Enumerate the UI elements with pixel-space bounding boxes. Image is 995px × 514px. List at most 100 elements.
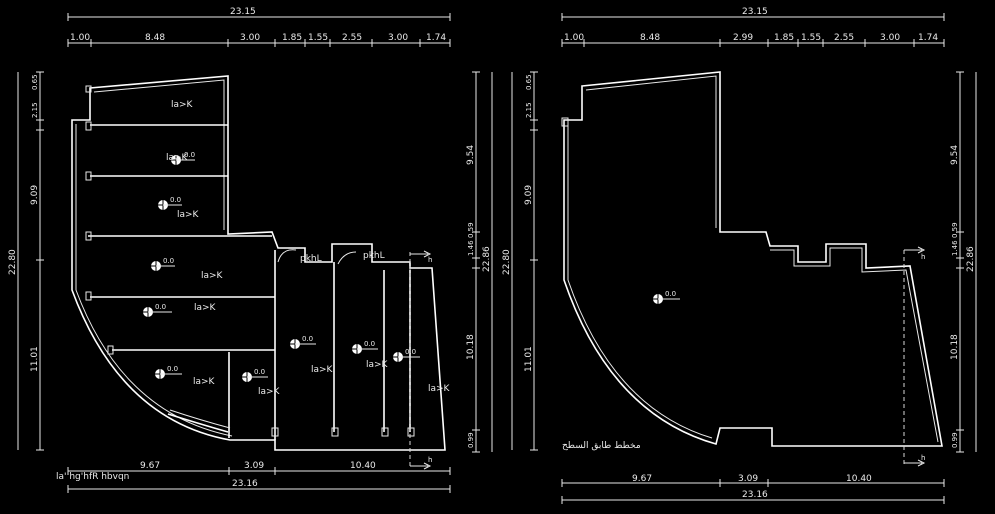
level-marker: 0.0 xyxy=(155,365,182,379)
right-top-dim-6: 2.55 xyxy=(834,33,854,43)
level-value: 0.0 xyxy=(163,257,174,265)
left-right-total: 22.86 xyxy=(482,246,492,272)
left-right-dim-5: 0.99 xyxy=(467,432,475,448)
right-top-dim-4: 1.85 xyxy=(774,33,794,43)
left-top-dim-3: 3.00 xyxy=(240,33,260,43)
right-top-dim-7: 3.00 xyxy=(880,33,900,43)
left-left-total: 22.80 xyxy=(8,249,18,275)
left-top-dim-6: 2.55 xyxy=(342,33,362,43)
level-marker: 0.0 xyxy=(151,257,175,271)
right-top-dim-5: 1.55 xyxy=(801,33,821,43)
right-bottom-dim-1: 9.67 xyxy=(632,474,652,484)
left-left-dim-4: 11.01 xyxy=(30,346,40,372)
left-top-dim-4: 1.85 xyxy=(282,33,302,43)
right-right-dim-3: 0.59 xyxy=(951,222,959,238)
right-plan-caption: مخطط طابق السطح xyxy=(562,441,641,451)
level-value: 0.0 xyxy=(167,365,178,373)
right-left-dim-2: 0.65 xyxy=(525,74,533,90)
left-room-label-10: la>K xyxy=(428,384,451,394)
right-right-dimensions: 9.54 1.46 0.59 10.18 0.99 22.86 xyxy=(950,71,977,453)
left-door-label-1: pkhL xyxy=(300,254,322,264)
left-room-annotations: la>K 0.0 la>K 0.0 la>K 0.0 la>K xyxy=(143,100,451,397)
left-bottom-dimensions: 9.67 3.09 10.40 23.16 la' hg'hfR hbvqn xyxy=(56,461,451,493)
left-room-label-8: la>K xyxy=(311,365,334,375)
left-right-dim-3: 0.59 xyxy=(467,222,475,238)
left-section-marks: h h xyxy=(409,250,432,470)
right-right-dim-1: 9.54 xyxy=(950,145,960,165)
right-bottom-total: 23.16 xyxy=(742,490,768,500)
right-left-dim-4: 11.01 xyxy=(524,346,534,372)
right-top-dimensions: 23.15 1.00 8.48 2.99 1.85 1.55 2.55 3.00… xyxy=(561,7,945,47)
left-left-dim-1: 2.15 xyxy=(31,102,39,118)
level-marker: 0.0 xyxy=(242,368,268,382)
left-door-label-2: pkhL xyxy=(363,251,385,261)
left-building-outline xyxy=(71,75,446,451)
level-value: 0.0 xyxy=(254,368,265,376)
left-room-label-2: la>K xyxy=(166,153,189,163)
right-left-dimensions: 22.80 2.15 0.65 9.09 11.01 xyxy=(502,71,538,451)
right-right-total: 22.86 xyxy=(966,246,976,272)
left-bottom-dim-3: 10.40 xyxy=(350,461,376,471)
right-section-mark-bottom: h xyxy=(921,454,925,462)
level-marker: 0.0 xyxy=(158,196,182,210)
right-bottom-dim-2: 3.09 xyxy=(738,474,758,484)
left-left-dim-2: 0.65 xyxy=(31,74,39,90)
level-value: 0.0 xyxy=(170,196,181,204)
level-marker: 0.0 xyxy=(143,303,172,317)
left-top-dimensions: 23.15 1.00 8.48 3.00 1.85 1.55 2.55 3.00… xyxy=(67,7,451,47)
right-bottom-dim-3: 10.40 xyxy=(846,474,872,484)
left-left-dim-3: 9.09 xyxy=(30,185,40,205)
left-top-dim-2: 8.48 xyxy=(145,33,165,43)
right-left-dim-1: 2.15 xyxy=(525,102,533,118)
left-room-label-5: la>K xyxy=(194,303,217,313)
right-left-dim-3: 9.09 xyxy=(524,185,534,205)
left-right-dim-2: 1.46 xyxy=(467,240,475,256)
left-section-mark-top: h xyxy=(428,256,432,264)
left-bottom-total: 23.16 xyxy=(232,479,258,489)
right-top-total: 23.15 xyxy=(742,7,768,17)
right-left-total: 22.80 xyxy=(502,249,512,275)
right-top-dim-1: 1.00 xyxy=(564,33,584,43)
left-top-dim-8: 1.74 xyxy=(426,33,446,43)
right-floor-plan: 23.15 1.00 8.48 2.99 1.85 1.55 2.55 3.00… xyxy=(502,7,977,504)
left-room-label-7: la>K xyxy=(258,387,281,397)
level-value: 0.0 xyxy=(364,340,375,348)
left-room-label-4: la>K xyxy=(201,271,224,281)
left-top-dim-5: 1.55 xyxy=(308,33,328,43)
right-right-dim-5: 0.99 xyxy=(951,432,959,448)
right-building-outline xyxy=(561,71,943,447)
level-marker: 0.0 xyxy=(171,151,195,165)
level-value: 0.0 xyxy=(184,151,195,159)
right-top-dim-3: 2.99 xyxy=(733,33,753,43)
left-right-dim-4: 10.18 xyxy=(466,334,476,360)
left-top-dim-1: 1.00 xyxy=(70,33,90,43)
left-left-dimensions: 22.80 2.15 0.65 9.09 11.01 xyxy=(8,71,44,451)
right-right-dim-4: 10.18 xyxy=(950,334,960,360)
left-room-label-6: la>K xyxy=(193,377,216,387)
left-floor-plan: 23.15 1.00 8.48 3.00 1.85 1.55 2.55 3.00… xyxy=(8,7,493,493)
right-top-dim-2: 8.48 xyxy=(640,33,660,43)
level-marker: 0.0 xyxy=(393,348,420,362)
level-value: 0.0 xyxy=(302,335,313,343)
level-value: 0.0 xyxy=(405,348,416,356)
level-marker: 0.0 xyxy=(653,290,680,304)
left-bottom-dim-1: 9.67 xyxy=(140,461,160,471)
right-right-dim-2: 1.46 xyxy=(951,240,959,256)
left-section-mark-bottom: h xyxy=(428,456,432,464)
right-bottom-dimensions: مخطط طابق السطح 9.67 3.09 10.40 23.16 xyxy=(561,441,945,504)
level-value: 0.0 xyxy=(665,290,676,298)
level-value: 0.0 xyxy=(155,303,166,311)
left-bottom-dim-2: 3.09 xyxy=(244,461,264,471)
left-plan-caption: la' hg'hfR hbvqn xyxy=(56,472,129,482)
left-room-label-9: la>K xyxy=(366,360,389,370)
left-right-dimensions: 9.54 1.46 0.59 10.18 0.99 22.86 xyxy=(466,71,493,453)
right-section-marks: h h xyxy=(903,246,925,467)
right-section-mark-top: h xyxy=(921,253,925,261)
right-top-dim-8: 1.74 xyxy=(918,33,938,43)
left-room-label-1: la>K xyxy=(171,100,194,110)
level-marker: 0.0 xyxy=(352,340,378,354)
level-marker: 0.0 xyxy=(290,335,316,349)
left-room-label-3: la>K xyxy=(177,210,200,220)
